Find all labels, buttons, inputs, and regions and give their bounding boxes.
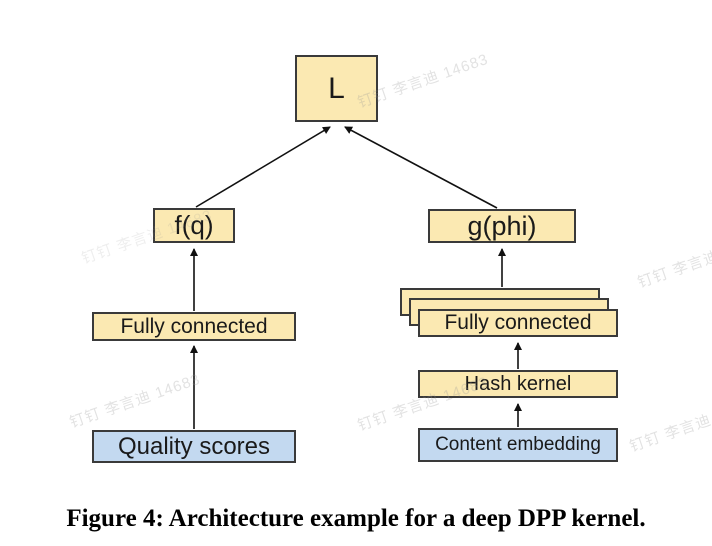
node-hash-kernel: Hash kernel — [418, 370, 618, 398]
arrow-fq-to-L — [195, 126, 331, 208]
node-fully-connected-right: Fully connected — [418, 309, 618, 337]
node-content-embedding: Content embedding — [418, 428, 618, 462]
figure-caption: Figure 4: Architecture example for a dee… — [66, 505, 646, 532]
node-f-q: f(q) — [153, 208, 235, 243]
node-fully-connected-left: Fully connected — [92, 312, 296, 341]
node-quality-scores: Quality scores — [92, 430, 296, 463]
node-g-phi: g(phi) — [428, 209, 576, 243]
arrow-gphi-to-L — [344, 126, 498, 209]
node-L: L — [295, 55, 378, 122]
